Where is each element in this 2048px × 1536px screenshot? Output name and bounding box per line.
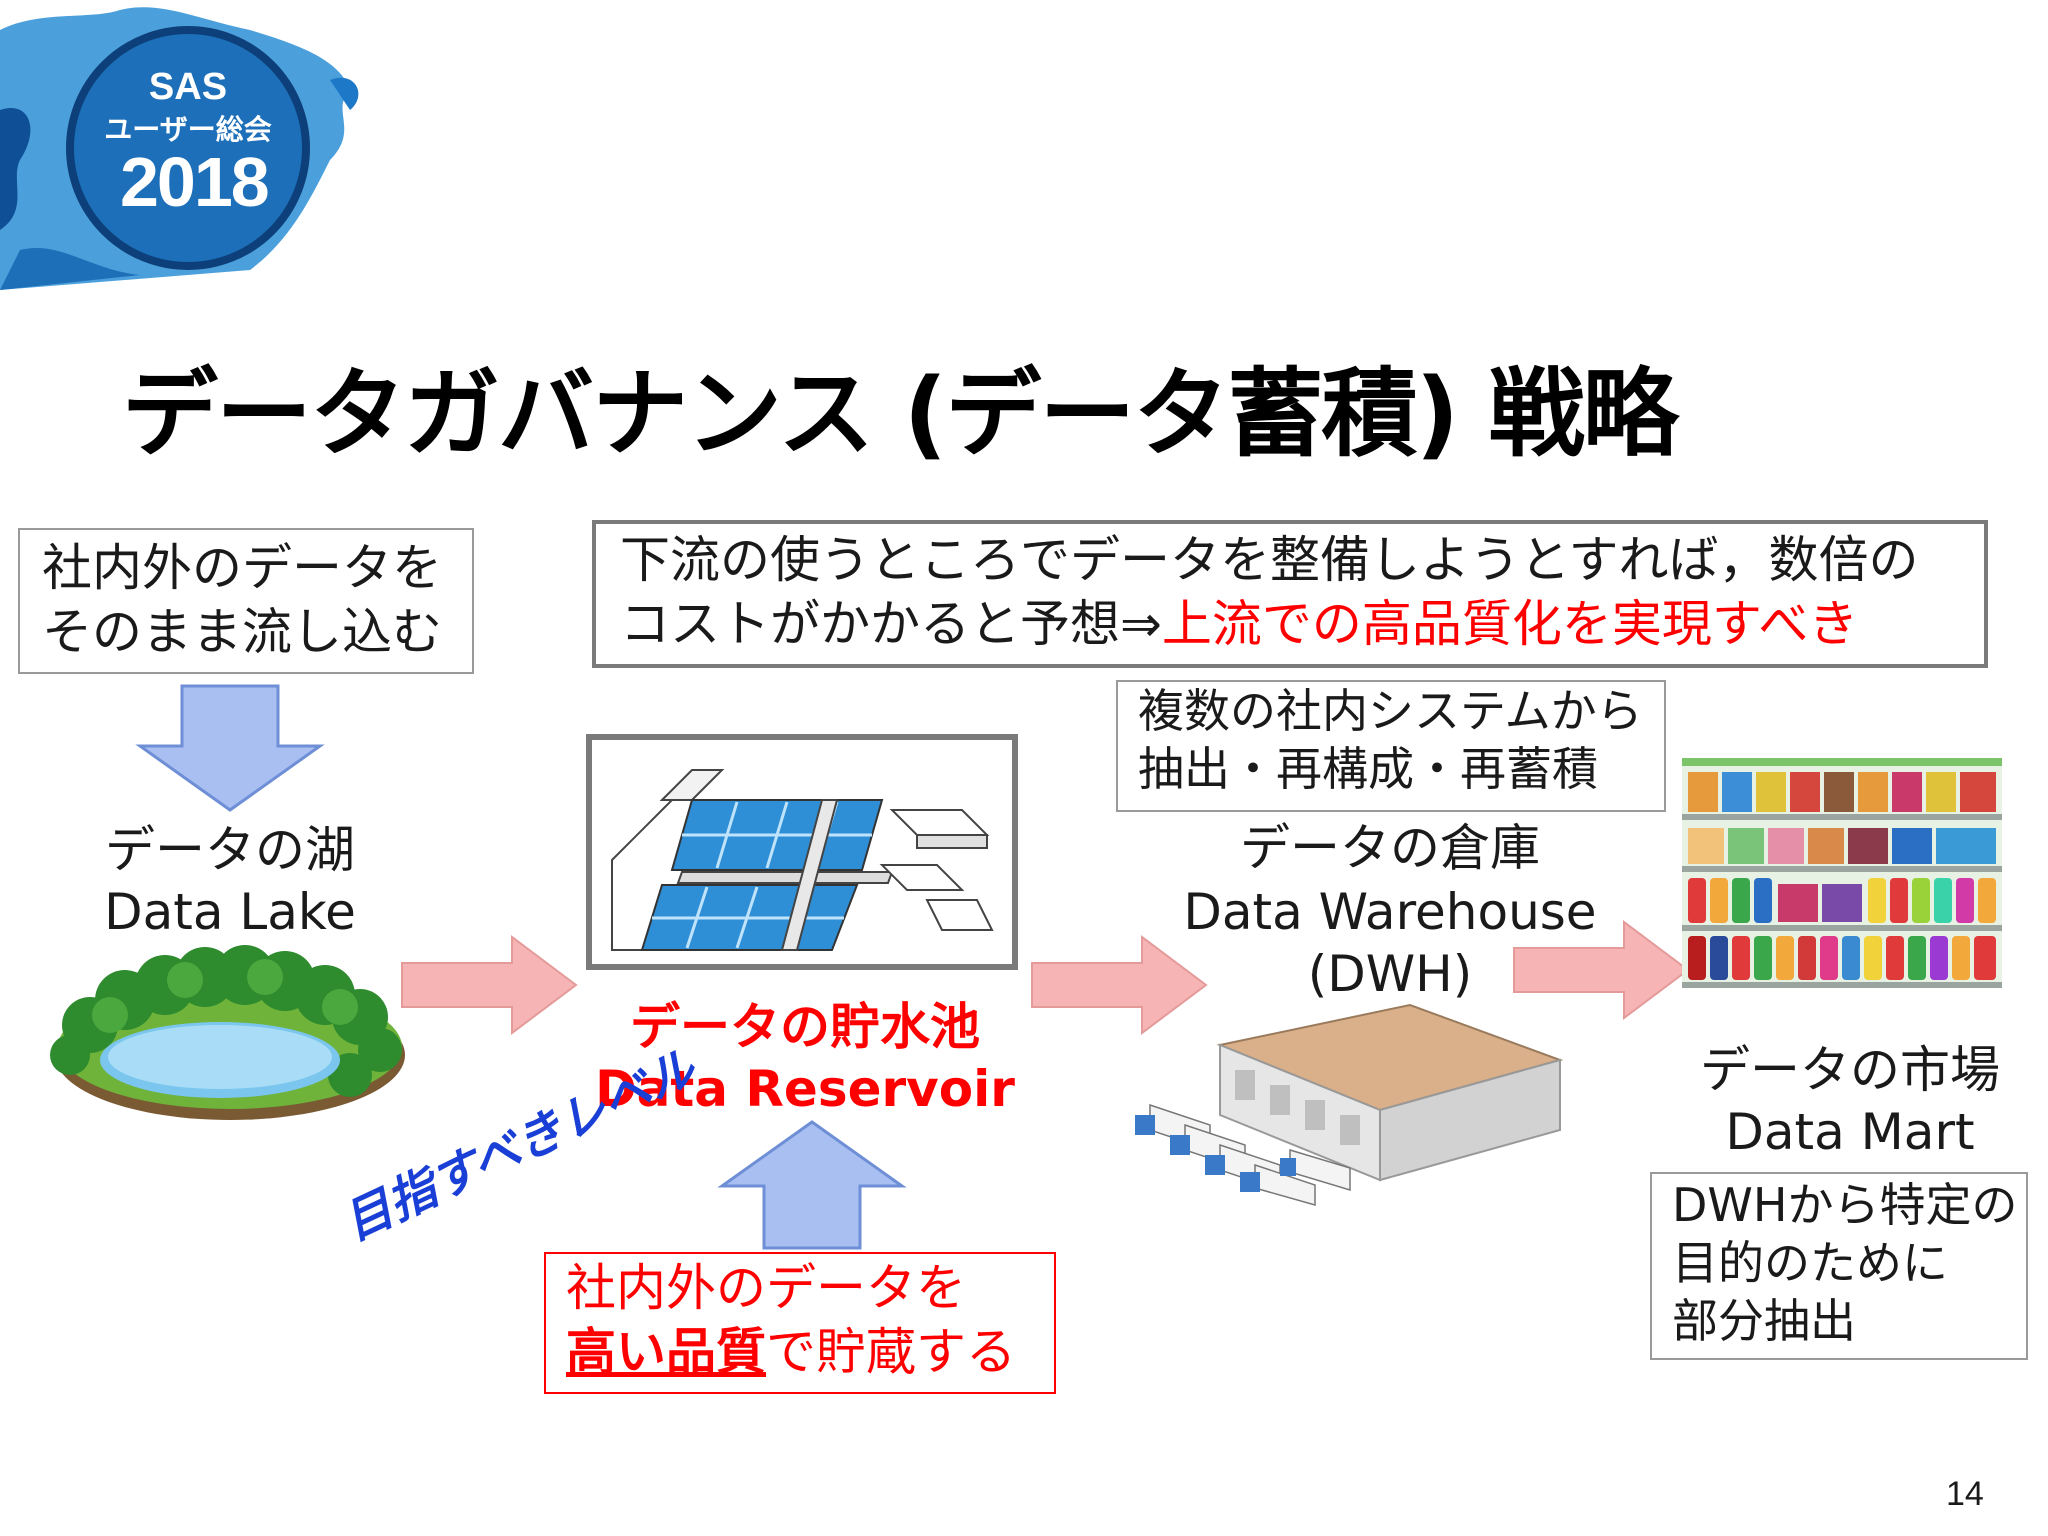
top-note-line2: コストがかかると予想⇒上流での高品質化を実現すべき (620, 592, 1984, 656)
right-arrow-icon (1030, 935, 1210, 1035)
mart-shelf-illustration (1682, 758, 2002, 988)
right-arrow-icon (1512, 920, 1692, 1020)
top-note-box: 下流の使うところでデータを整備しようとすれば，数倍の コストがかかると予想⇒上流… (592, 520, 1988, 668)
reservoir-illustration (611, 769, 994, 951)
top-note-line2-prefix: コストがかかると予想⇒ (620, 595, 1162, 653)
mart-note-box: DWHから特定の 目的のために 部分抽出 (1650, 1172, 2028, 1360)
warehouse-illustration (1130, 1000, 1570, 1210)
top-note-line1: 下流の使うところでデータを整備しようとすれば，数倍の (620, 531, 1919, 589)
reservoir-note-line1: 社内外のデータを (566, 1259, 966, 1317)
warehouse-note-line2: 抽出・再構成・再蓄積 (1138, 742, 1598, 796)
reservoir-note-box: 社内外のデータを 高い品質で貯蔵する (544, 1252, 1056, 1394)
mart-note-line1: DWHから特定の (1672, 1178, 2018, 1232)
reservoir-label-jp: データの貯水池 (630, 998, 980, 1056)
up-arrow-icon (712, 1120, 912, 1250)
warehouse-label-abbr: (DWH) (1307, 945, 1473, 1003)
lake-illustration (50, 945, 410, 1125)
page-number: 14 (1946, 1475, 1984, 1513)
warehouse-note-box: 複数の社内システムから 抽出・再構成・再蓄積 (1116, 680, 1666, 812)
mart-label-en: Data Mart (1725, 1103, 1975, 1161)
slide-title: データガバナンス (データ蓄積) 戦略 (122, 358, 1679, 470)
lake-note-box: 社内外のデータを そのまま流し込む (18, 528, 474, 674)
mart-note-line2: 目的のために (1672, 1236, 1948, 1290)
reservoir-note-rest: で貯蔵する (766, 1323, 1016, 1381)
warehouse-note-line1: 複数の社内システムから (1138, 684, 1643, 738)
logo-line1: SAS (148, 66, 228, 108)
warehouse-label-jp: データの倉庫 (1240, 819, 1540, 877)
lake-label-en: Data Lake (104, 883, 356, 941)
mart-note-line3: 部分抽出 (1672, 1294, 1856, 1348)
reservoir-note-emphasis: 高い品質 (566, 1323, 766, 1381)
top-note-line2-emphasis: 上流での高品質化を実現すべき (1161, 595, 1859, 653)
right-arrow-icon (400, 935, 580, 1035)
lake-note-line1: 社内外のデータを (42, 539, 442, 597)
mart-label-jp: データの市場 (1700, 1041, 2000, 1099)
reservoir-frame (586, 734, 1018, 970)
reservoir-note-line2: 高い品質で貯蔵する (566, 1320, 1054, 1384)
lake-label-jp: データの湖 (105, 821, 355, 879)
sas-logo (0, 0, 370, 291)
reservoir-label-en: Data Reservoir (595, 1060, 1015, 1118)
lake-note-line2: そのまま流し込む (42, 603, 442, 661)
warehouse-label-en: Data Warehouse (1183, 883, 1597, 941)
logo-line3: 2018 (120, 143, 270, 221)
down-arrow-icon (130, 684, 330, 814)
logo-line2: ユーザー総会 (104, 113, 272, 146)
truck-icon (1135, 1103, 1351, 1206)
